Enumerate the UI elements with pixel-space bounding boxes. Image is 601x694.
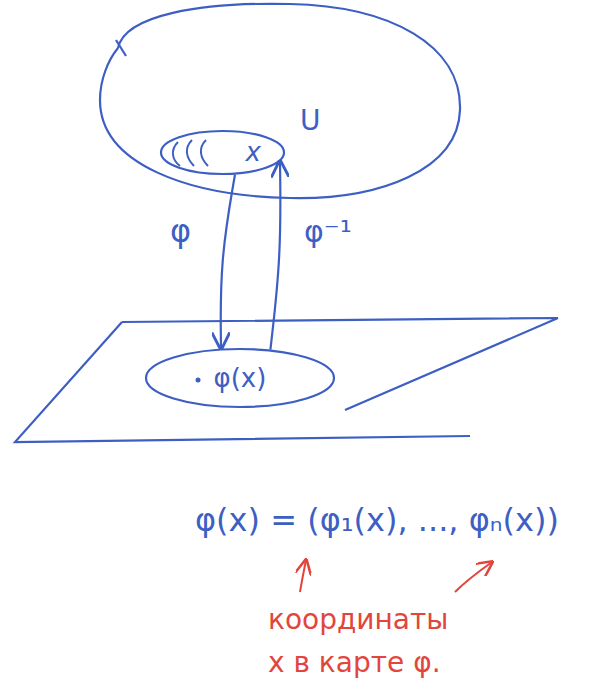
map-name: φ⁻¹ bbox=[302, 214, 354, 249]
point-dot bbox=[196, 378, 201, 383]
leader-arrow bbox=[455, 562, 492, 592]
map-name: φ bbox=[168, 212, 193, 250]
chart-plane bbox=[15, 318, 558, 442]
annotation-note: координаты x в карте φ. bbox=[268, 598, 473, 685]
region-ellipse: Ux bbox=[160, 130, 285, 175]
leader-arrow bbox=[300, 560, 306, 592]
mapping-arrow bbox=[270, 161, 280, 349]
mapping-arrow bbox=[221, 175, 235, 349]
manifold-tick bbox=[116, 40, 126, 56]
region-name: U bbox=[300, 106, 321, 137]
point-image: φ(x) bbox=[214, 364, 267, 393]
point-name: x bbox=[246, 138, 261, 167]
chart-formula: φ(x) = (φ₁(x), ..., φₙ(x)) bbox=[195, 496, 559, 546]
region-ellipse: φ(x) bbox=[145, 348, 335, 408]
region-hatching bbox=[173, 140, 208, 166]
ellipse-outline bbox=[160, 130, 285, 175]
